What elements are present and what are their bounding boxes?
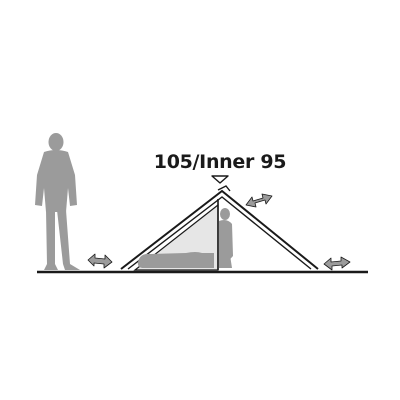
peak-vent — [217, 185, 231, 192]
tent-height-label: 105/Inner 95 — [153, 151, 287, 173]
double-arrow-icon — [323, 256, 351, 271]
sleeping-person-icon — [137, 252, 214, 268]
standing-person-icon — [35, 133, 80, 270]
double-arrow-icon — [87, 253, 113, 269]
double-arrow-icon — [245, 193, 273, 208]
peak-marker-icon — [211, 175, 229, 184]
tent-outline — [120, 189, 319, 270]
sitting-person-icon — [219, 208, 233, 268]
